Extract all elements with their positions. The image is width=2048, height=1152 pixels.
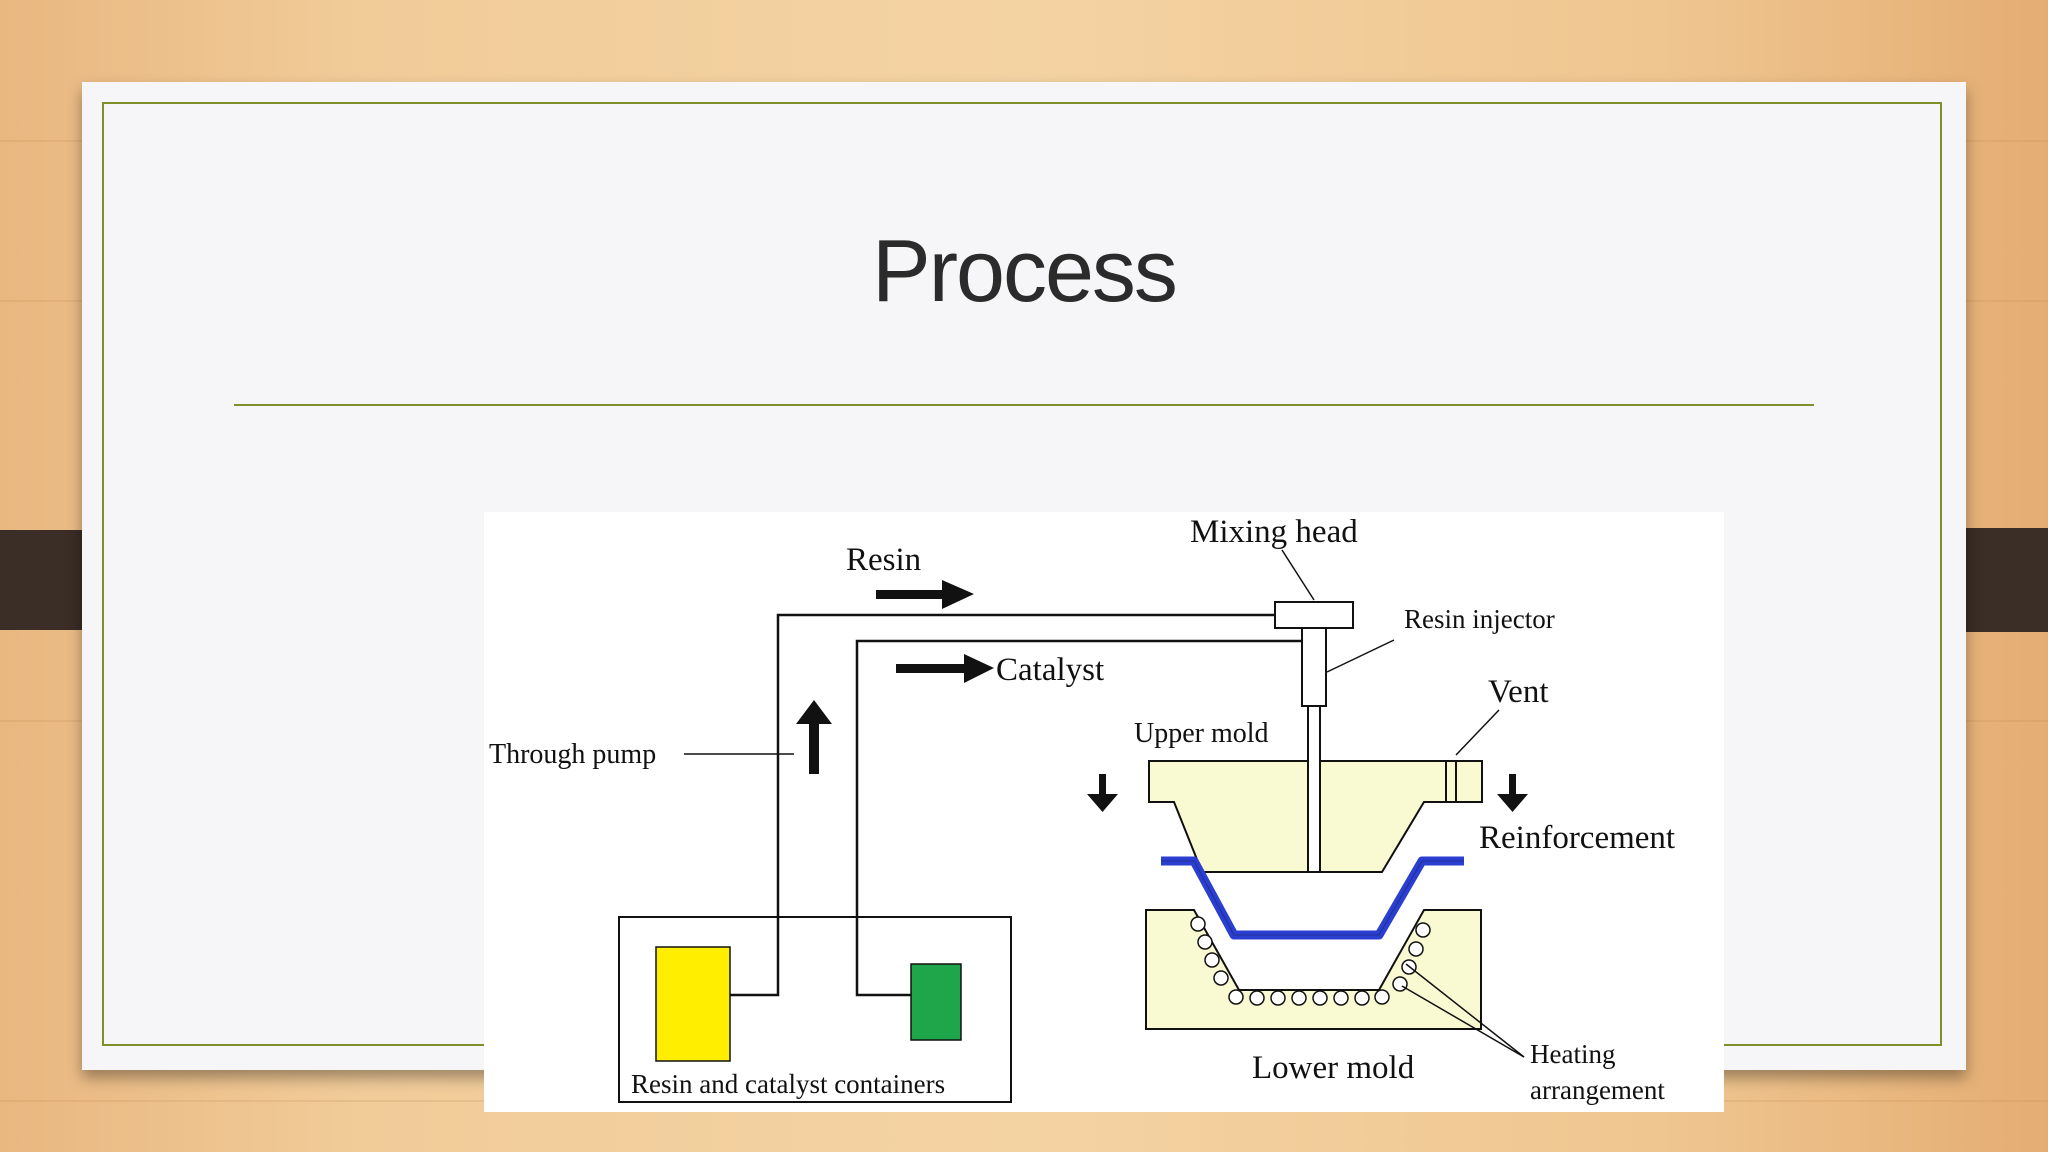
pump-up-arrow	[796, 700, 832, 774]
resin-container	[655, 946, 731, 1062]
upper-mold-label: Upper mold	[1134, 718, 1269, 749]
heating-coils	[1190, 916, 1431, 1006]
resin-feed-line	[730, 613, 1277, 997]
slide-title: Process	[872, 221, 1178, 320]
resin-injector-leader	[1326, 639, 1395, 673]
lower-mold-label: Lower mold	[1252, 1050, 1415, 1086]
resin-label: Resin	[846, 542, 921, 578]
containers-label: Resin and catalyst containers	[631, 1069, 945, 1099]
resin-injector-label: Resin injector	[1404, 604, 1555, 634]
down-arrow-right-icon	[1497, 774, 1528, 812]
slide: Process	[82, 82, 1966, 1112]
vent-label: Vent	[1488, 674, 1549, 710]
vent-leader	[1455, 709, 1500, 756]
mixing-head-leader	[1281, 549, 1315, 601]
catalyst-label: Catalyst	[996, 652, 1104, 688]
title-divider	[234, 404, 1814, 406]
heating-label-line2: arrangement	[1530, 1075, 1665, 1105]
process-diagram: Mixing head Resin Resin injector Catalys…	[484, 512, 1724, 1112]
catalyst-arrow	[896, 654, 994, 683]
catalyst-feed-line	[855, 639, 1302, 997]
reinforcement	[1161, 856, 1464, 940]
mixing-head-label: Mixing head	[1190, 514, 1358, 550]
resin-injector-body	[1301, 627, 1327, 707]
containers-box	[618, 916, 1012, 1103]
resin-arrow	[876, 580, 974, 609]
down-arrow-left-icon	[1087, 774, 1118, 812]
heating-label-line1: Heating	[1530, 1039, 1615, 1069]
reinforcement-edge	[1161, 860, 1464, 936]
through-pump-label: Through pump	[489, 739, 656, 770]
diagram-svg: Mixing head Resin Resin injector Catalys…	[489, 514, 1675, 1105]
heating-leader-1	[1405, 963, 1525, 1058]
mixing-head	[1274, 601, 1354, 629]
injector-nozzle	[1307, 705, 1321, 873]
reinforcement-label: Reinforcement	[1479, 820, 1675, 856]
catalyst-container	[910, 963, 962, 1041]
heating-leader-2	[1401, 985, 1525, 1058]
